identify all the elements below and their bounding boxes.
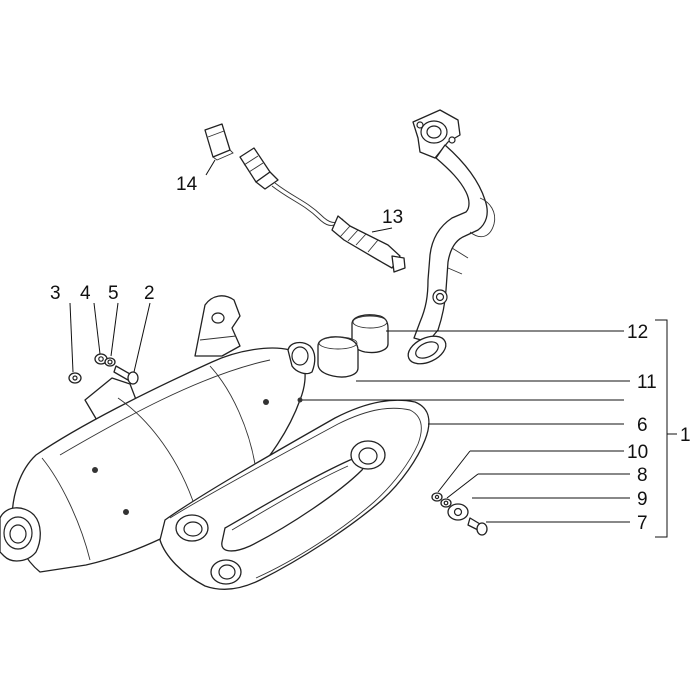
part-1-silencer[interactable]: [0, 295, 316, 573]
callout-9: 9: [637, 489, 648, 510]
part-7-bolt[interactable]: [467, 517, 488, 536]
part-6-heat-shield[interactable]: [159, 399, 430, 591]
callout-1: 1: [680, 425, 691, 446]
callout-4: 4: [80, 283, 91, 304]
callout-14: 14: [176, 174, 198, 195]
part-14-connector-cap[interactable]: [204, 123, 234, 161]
callout-11: 11: [637, 372, 657, 393]
callout-labels: 3 4 5 2 14 13 12 11 6 10 8 9 7 1: [50, 174, 691, 534]
part-5-washer[interactable]: [104, 357, 116, 367]
callout-13: 13: [382, 207, 403, 228]
part-3-nut[interactable]: [68, 372, 82, 384]
part-10-nut[interactable]: [431, 492, 443, 502]
part-8-washer[interactable]: [440, 498, 452, 508]
callout-7: 7: [637, 513, 648, 534]
part-11-sleeve[interactable]: [317, 336, 359, 378]
exhaust-manifold-pipe[interactable]: [404, 109, 496, 369]
callout-6: 6: [637, 415, 648, 436]
callout-10: 10: [627, 442, 648, 463]
part-2-bolt[interactable]: [113, 365, 139, 385]
part-9-washer[interactable]: [447, 503, 469, 521]
callout-8: 8: [637, 465, 648, 486]
part-13-lambda-sensor[interactable]: [239, 147, 406, 273]
callout-5: 5: [108, 283, 119, 304]
callout-12: 12: [627, 322, 648, 343]
callout-3: 3: [50, 283, 61, 304]
leader-lines: [69, 159, 677, 538]
callout-2: 2: [144, 283, 155, 304]
